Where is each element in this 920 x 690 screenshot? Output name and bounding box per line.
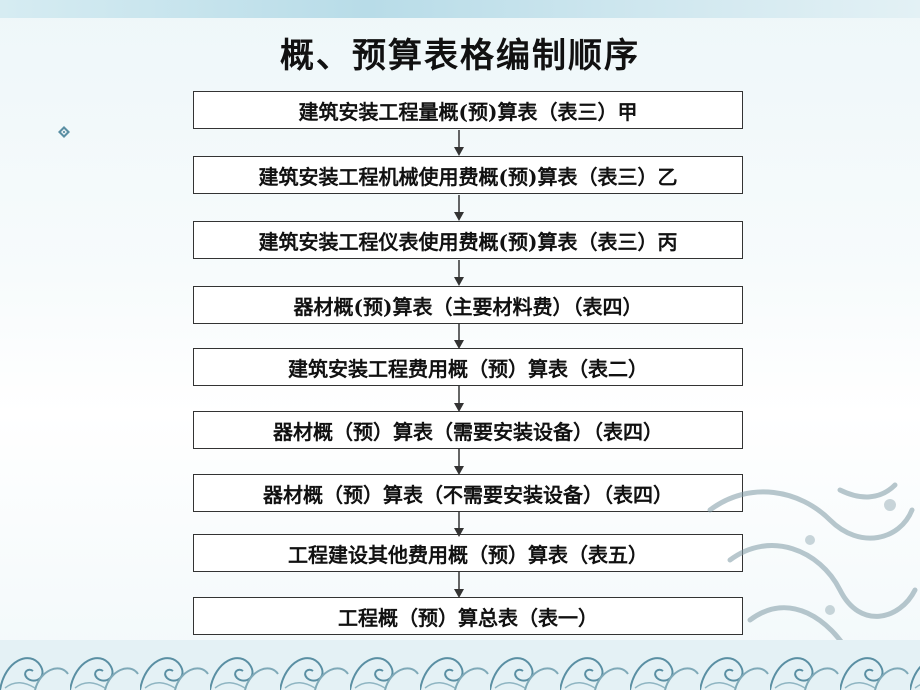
step-box: 建筑安装工程仪表使用费概(预)算表（表三）丙: [193, 221, 743, 259]
step-box: 建筑安装工程费用概（预）算表（表二）: [193, 348, 743, 386]
down-arrow-icon: [454, 511, 464, 537]
diamond-bullet-icon: [58, 126, 70, 138]
down-arrow-icon: [454, 572, 464, 598]
down-arrow-icon: [454, 449, 464, 475]
down-arrow-icon: [454, 130, 464, 156]
down-arrow-icon: [454, 260, 464, 286]
page-title: 概、预算表格编制顺序: [280, 36, 640, 76]
step-box: 器材概（预）算表（不需要安装设备）（表四）: [193, 474, 743, 512]
step-box: 工程概（预）算总表（表一）: [193, 597, 743, 635]
down-arrow-icon: [454, 386, 464, 412]
step-box: 工程建设其他费用概（预）算表（表五）: [193, 534, 743, 572]
step-box: 建筑安装工程量概(预)算表（表三）甲: [193, 91, 743, 129]
step-box: 建筑安装工程机械使用费概(预)算表（表三）乙: [193, 156, 743, 194]
step-box: 器材概（预）算表（需要安装设备）（表四）: [193, 411, 743, 449]
header-band: [0, 0, 920, 18]
step-box: 器材概(预)算表（主要材料费）（表四）: [193, 286, 743, 324]
wave-pattern: [0, 640, 920, 690]
down-arrow-icon: [454, 323, 464, 349]
down-arrow-icon: [454, 195, 464, 221]
